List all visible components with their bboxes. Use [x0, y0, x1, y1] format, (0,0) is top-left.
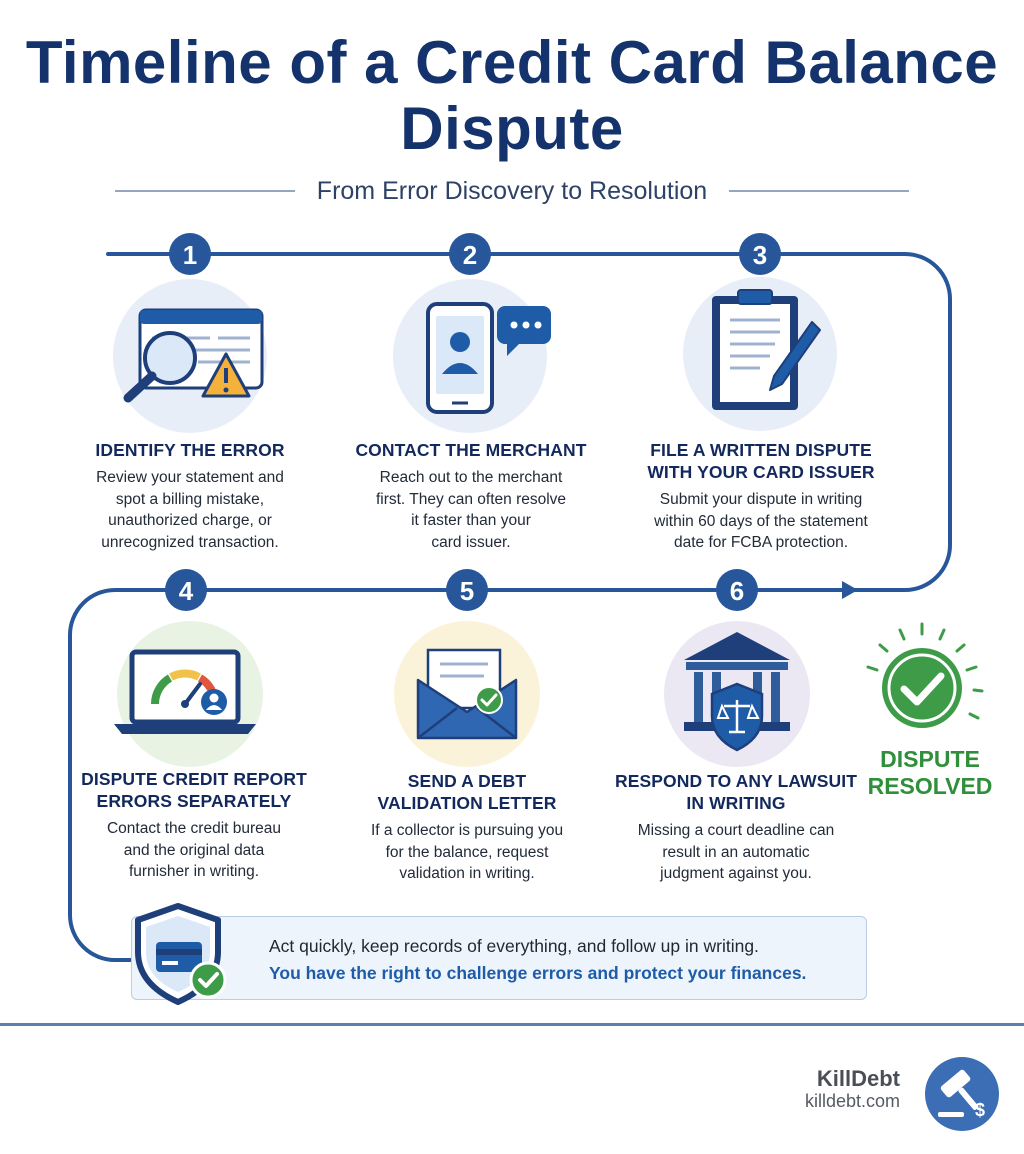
- subtitle-rule-left: [114, 190, 295, 192]
- step-4: DISPUTE CREDIT REPORT ERRORS SEPARATELY …: [44, 768, 344, 883]
- page-title: Timeline of a Credit Card Balance Disput…: [0, 30, 1024, 162]
- subtitle-row: From Error Discovery to Resolution: [0, 176, 1024, 206]
- step-3-title: FILE A WRITTEN DISPUTE WITH YOUR CARD IS…: [647, 440, 875, 482]
- brand-url: killdebt.com: [804, 1091, 900, 1111]
- svg-text:6: 6: [730, 576, 744, 606]
- step-3-description: Submit your dispute in writing within 60…: [654, 491, 868, 551]
- svg-text:1: 1: [183, 240, 197, 270]
- svg-text:2: 2: [463, 240, 477, 270]
- phone-chat-icon: [393, 279, 551, 433]
- step-5-title: SEND A DEBT VALIDATION LETTER: [377, 771, 557, 813]
- check-circle-icon: [866, 622, 984, 728]
- step-5-description: If a collector is pursuing you for the b…: [370, 822, 564, 882]
- courthouse-shield-icon: [664, 621, 810, 767]
- step-4-title: DISPUTE CREDIT REPORT ERRORS SEPARATELY: [81, 769, 307, 811]
- tip-line-2: You have the right to challenge errors a…: [269, 963, 807, 983]
- step-1: IDENTIFY THE ERROR Review your statement…: [40, 439, 340, 553]
- clipboard-pen-icon: [683, 277, 837, 431]
- tip-box: Act quickly, keep records of everything,…: [131, 916, 867, 1000]
- laptop-credit-gauge-icon: [114, 621, 263, 767]
- magnifier-statement-warning-icon: [113, 279, 267, 433]
- step-4-description: Contact the credit bureau and the origin…: [106, 820, 282, 880]
- gavel-logo-icon: $: [925, 1057, 999, 1131]
- step-5-badge: 5: [446, 569, 488, 611]
- tip-line-1: Act quickly, keep records of everything,…: [269, 936, 759, 956]
- step-5: SEND A DEBT VALIDATION LETTER If a colle…: [317, 770, 617, 885]
- step-4-badge: 4: [165, 569, 207, 611]
- step-1-badge: 1: [169, 233, 211, 275]
- svg-text:$: $: [975, 1100, 985, 1120]
- step-6-title: RESPOND TO ANY LAWSUIT IN WRITING: [614, 771, 858, 813]
- timeline-arrow-head: [842, 581, 858, 599]
- step-2: CONTACT THE MERCHANT Reach out to the me…: [321, 439, 621, 553]
- footer-divider: [0, 1023, 1024, 1026]
- step-3: FILE A WRITTEN DISPUTE WITH YOUR CARD IS…: [611, 439, 911, 554]
- subtitle-rule-right: [729, 190, 910, 192]
- svg-text:5: 5: [460, 576, 474, 606]
- step-6-description: Missing a court deadline can result in a…: [637, 822, 835, 882]
- step-3-badge: 3: [739, 233, 781, 275]
- title-text: Timeline of a Credit Card Balance Disput…: [25, 29, 999, 162]
- step-6: RESPOND TO ANY LAWSUIT IN WRITING Missin…: [586, 770, 886, 885]
- svg-text:3: 3: [753, 240, 767, 270]
- envelope-check-icon: [394, 621, 540, 767]
- card-shield-check-icon: [135, 903, 227, 1005]
- step-2-title: CONTACT THE MERCHANT: [355, 440, 587, 460]
- brand-name: KillDebt: [816, 1066, 900, 1091]
- step-6-badge: 6: [716, 569, 758, 611]
- step-2-description: Reach out to the merchant first. They ca…: [375, 469, 567, 551]
- step-1-description: Review your statement and spot a billing…: [96, 469, 284, 551]
- step-2-badge: 2: [449, 233, 491, 275]
- svg-text:4: 4: [179, 576, 194, 606]
- step-1-title: IDENTIFY THE ERROR: [95, 440, 285, 460]
- subtitle: From Error Discovery to Resolution: [316, 176, 708, 205]
- dispute-resolved-label: DISPUTE RESOLVED: [867, 746, 993, 799]
- timeline-connector: [68, 252, 952, 962]
